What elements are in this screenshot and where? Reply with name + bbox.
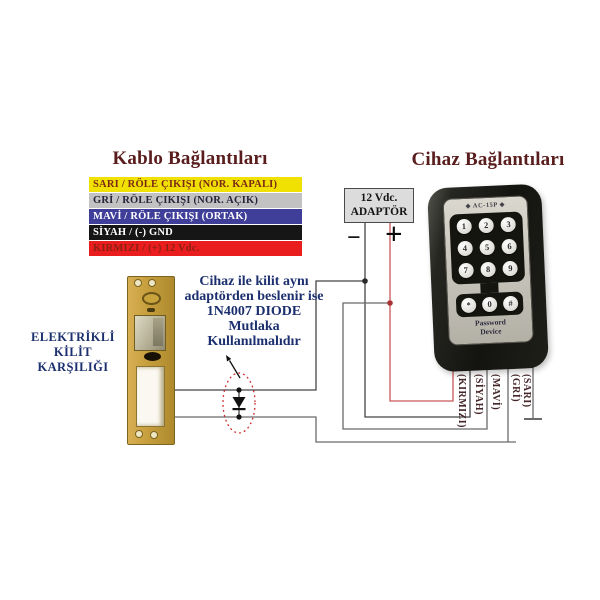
cable-row: SARI / RÖLE ÇIKIŞI (NOR. KAPALI) [89, 177, 302, 193]
wire-label-kirmizi: (KIRMIZI) [456, 374, 467, 428]
keypad-key-7: 7 [457, 262, 474, 279]
plus-to-mavi-wire [342, 302, 488, 430]
latch-keeper [153, 318, 163, 346]
minus-to-siyah-wire [364, 222, 471, 418]
diode-highlight-oval [222, 372, 256, 434]
screw-hole [150, 431, 158, 439]
latch-recess [134, 315, 166, 351]
diode-triangle [232, 397, 246, 408]
note-line: adaptörden beslenir ise [184, 289, 324, 304]
diode-top-junction-dot [236, 387, 242, 393]
wire-label-si̇yah: (SİYAH) [473, 374, 484, 415]
keypad-key-6: 6 [501, 238, 518, 255]
oval-slot [142, 292, 161, 305]
minus-terminal-symbol: − [347, 225, 361, 251]
cable-row: SİYAH / (-) GND [89, 225, 302, 241]
diode-cathode-bar [232, 408, 246, 411]
electric-strike-label: ELEKTRİKLİ KİLİT KARŞILIĞI [20, 330, 126, 375]
keypad-key-9: 9 [502, 260, 519, 277]
note-line: Mutlaka [228, 319, 280, 334]
screw-hole [148, 279, 156, 287]
keypad-key-4: 4 [457, 240, 473, 257]
lock-label-line: KARŞILIĞI [37, 360, 109, 374]
arrow-to-note-head [226, 355, 232, 362]
screw-hole [134, 279, 142, 287]
black-oval-hole [144, 352, 161, 361]
lock-label-line: ELEKTRİKLİ [31, 330, 115, 344]
arrow-to-note-line [228, 360, 241, 379]
cable-connections-title: Kablo Bağlantıları [112, 148, 268, 169]
wire-label-gri̇: (GRİ) [510, 374, 521, 403]
small-slot [147, 308, 155, 312]
keypad-key-8: 8 [480, 261, 496, 278]
adapter-voltage-label: 12 Vdc. [360, 192, 398, 204]
keypad-key-5: 5 [479, 239, 495, 256]
wire-label-mavi̇: (MAVİ) [490, 374, 501, 411]
lock-label-line: KİLİT [53, 345, 93, 359]
keypad-key-1: 1 [456, 218, 472, 235]
diode-bottom-junction-dot [236, 414, 242, 420]
keypad-key-*: * [460, 297, 477, 314]
keypad-caption: Password Device [449, 317, 533, 338]
adapter-box: 12 Vdc. ADAPTÖR [344, 188, 414, 223]
electric-strike-plate [127, 276, 175, 445]
plus-terminal-symbol: + [385, 216, 403, 251]
plus-to-kirmizi-wire [389, 222, 454, 402]
screw-hole [135, 430, 143, 438]
adapter-name-label: ADAPTÖR [350, 206, 408, 218]
note-line: Kullanılmalıdır [207, 334, 301, 349]
keypad-key-2: 2 [478, 217, 495, 234]
cable-row: MAVİ / RÖLE ÇIKIŞI (ORTAK) [89, 209, 302, 225]
keypad-key-#: # [502, 295, 519, 312]
plus-junction-dot [387, 300, 393, 306]
cable-color-table: SARI / RÖLE ÇIKIŞI (NOR. KAPALI)GRİ / RÖ… [89, 177, 302, 257]
wire-label-sari: (SARI) [521, 374, 532, 408]
device-connections-title: Cihaz Bağlantıları [411, 149, 565, 170]
strike-cutout [136, 366, 165, 427]
keypad-bottom-keys: *0# [455, 291, 524, 318]
cable-row: GRİ / RÖLE ÇIKIŞI (NOR. AÇIK) [89, 193, 302, 209]
keypad-key-3: 3 [500, 216, 517, 233]
cable-row: KIRMIZI / (+) 12 Vdc. [89, 241, 302, 257]
note-line: Cihaz ile kilit aynı [199, 274, 309, 289]
diode-note: Cihaz ile kilit aynı adaptörden beslenir… [153, 274, 355, 349]
keypad-key-0: 0 [481, 296, 498, 313]
minus-junction-dot [362, 278, 368, 284]
note-line: 1N4007 DIODE [206, 304, 302, 319]
keypad-model-label: ◆ AC-15P ◆ [465, 201, 506, 210]
